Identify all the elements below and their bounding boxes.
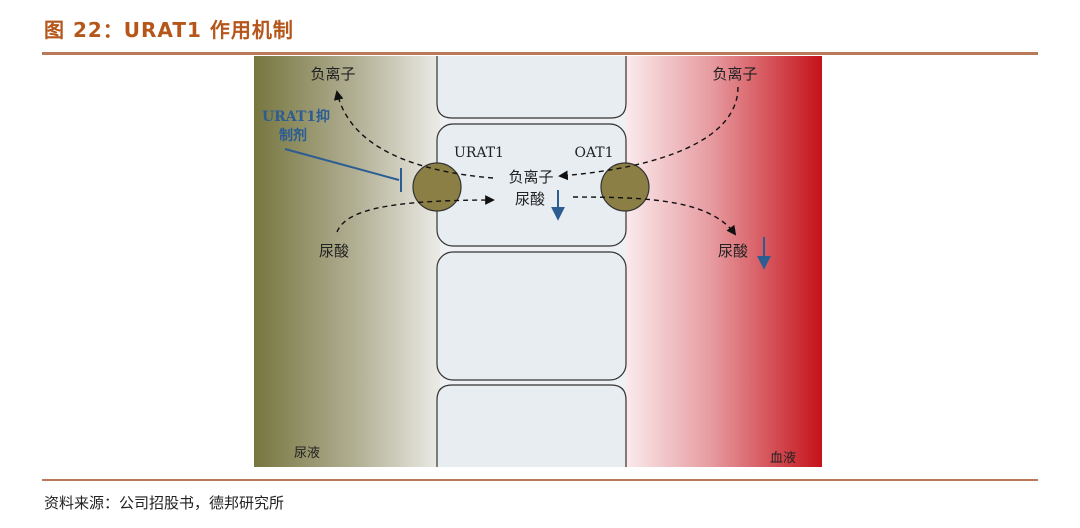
urate-reabsorption-arrow (336, 195, 495, 233)
anion-label-right: 负离子 (712, 65, 757, 83)
cell-middle (436, 251, 627, 381)
figure-title: 图 22：URAT1 作用机制 (44, 18, 294, 42)
bottom-rule (42, 479, 1038, 481)
inhibitor-label-line1: URAT1抑 (262, 108, 330, 125)
cell-top (436, 56, 627, 119)
urat1-transporter (412, 162, 462, 212)
inhibitor-label-line2: 制剂 (279, 127, 307, 144)
top-rule (42, 52, 1038, 55)
urate-label-center: 尿酸 (515, 190, 545, 208)
anion-label-center: 负离子 (508, 168, 553, 186)
urate-secretion-arrow (572, 196, 737, 236)
inhibitor-line (284, 148, 400, 181)
blood-region-label: 血液 (770, 451, 796, 466)
urine-region (254, 56, 444, 467)
urine-region-label: 尿液 (294, 446, 320, 461)
cell-bottom (436, 384, 627, 467)
urat1-label: URAT1 (454, 145, 504, 161)
urate-label-left: 尿酸 (319, 242, 349, 260)
anion-efflux-arrow (333, 90, 494, 179)
blood-region (622, 56, 822, 467)
anion-label-left: 负离子 (310, 65, 355, 83)
urate-label-right: 尿酸 (718, 242, 748, 260)
oat1-label: OAT1 (574, 145, 613, 161)
source-note: 资料来源：公司招股书，德邦研究所 (44, 494, 285, 512)
anion-influx-arrow (558, 86, 739, 181)
